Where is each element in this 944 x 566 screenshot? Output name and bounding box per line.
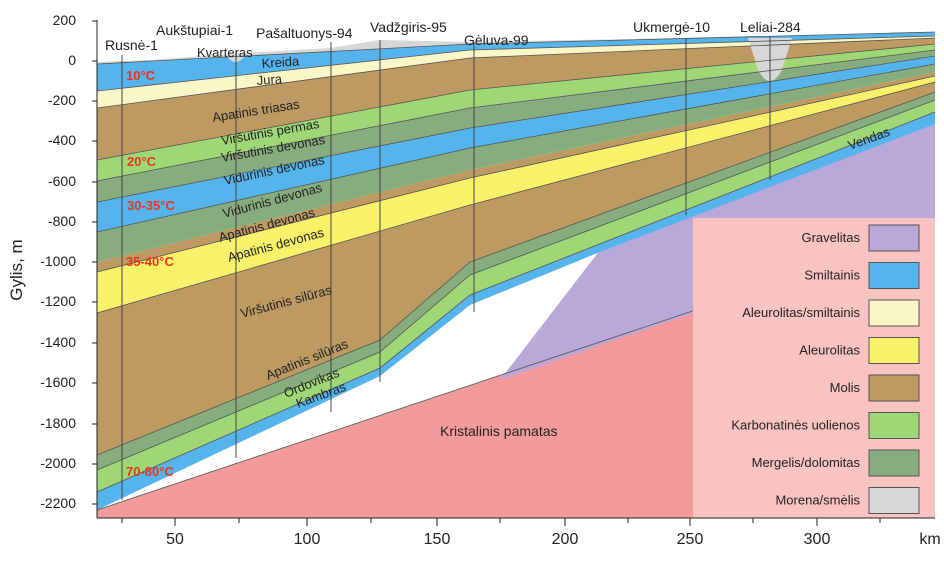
- layer-apatinis-triasas: [97, 38, 935, 160]
- layer-label-jura: Jura: [256, 71, 283, 88]
- y-tick-label: -600: [48, 173, 76, 189]
- layer-ordovikas: [97, 100, 935, 492]
- temperature-label: 35-40°C: [126, 254, 174, 269]
- legend-label: Molis: [830, 380, 861, 395]
- x-tick-label: 50: [166, 531, 184, 548]
- well-label-leliai: Leliai-284: [740, 19, 801, 35]
- well-label-vadzgiris: Vadžgiris-95: [370, 19, 447, 35]
- legend-item: Aleurolitas: [799, 337, 920, 364]
- x-tick-label: 250: [677, 531, 704, 548]
- legend-label: Aleurolitas: [799, 343, 860, 358]
- well-label-ukmerge: Ukmergė-10: [633, 19, 710, 35]
- y-tick-label: -1400: [40, 334, 76, 350]
- well-label-aukstupiai: Aukštupiai-1: [156, 22, 233, 38]
- layer-apatinis-siluras: [97, 92, 935, 470]
- y-tick-label: -1000: [40, 253, 76, 269]
- well-labels: Rusnė-1 Aukštupiai-1 Pašaltuonys-94 Vadž…: [105, 19, 801, 53]
- legend-swatch: [868, 262, 920, 289]
- layer-kreida: [97, 32, 935, 91]
- x-tick-labels: 50 100 150 200 250 300 km: [166, 531, 941, 548]
- temperature-label: 30-35°C: [127, 198, 175, 213]
- legend-label: Smiltainis: [804, 268, 860, 283]
- layer-jura: [97, 36, 935, 108]
- legend-swatch: [868, 487, 920, 514]
- y-tick-label: 200: [53, 12, 77, 28]
- legend-label: Mergelis/dolomitas: [752, 455, 861, 470]
- y-tick-label: -1800: [40, 415, 76, 431]
- legend-item: Karbonatinės uolienos: [731, 412, 920, 439]
- x-tick-label: 100: [294, 531, 321, 548]
- legend-swatch: [868, 224, 920, 252]
- temperature-labels: 10°C 20°C 30-35°C 35-40°C 70-80°C: [126, 68, 175, 479]
- y-tick-label: -1200: [40, 293, 76, 309]
- legend-item: Aleurolitas/smiltainis: [742, 299, 920, 327]
- x-tick-label: 300: [804, 531, 831, 548]
- y-tick-labels: 200 0 -200 -400 -600 -800 -1000 -1200 -1…: [40, 12, 76, 511]
- y-tick-label: -1600: [40, 374, 76, 390]
- legend-label: Morena/smėlis: [775, 493, 860, 508]
- y-tick-label: -200: [48, 92, 76, 108]
- legend-item: Smiltainis: [804, 262, 920, 289]
- layer-vidurinis-devonas-sand: [97, 56, 935, 232]
- y-tick-label: -800: [48, 213, 76, 229]
- layer-vidurinis-devonas-clay: [97, 72, 935, 272]
- legend-swatch: [868, 337, 920, 364]
- legend-item: Molis: [830, 374, 920, 402]
- x-ticks: [121, 518, 881, 526]
- temperature-label: 20°C: [127, 154, 157, 169]
- temperature-label: 70-80°C: [126, 464, 174, 479]
- x-unit-label: km: [919, 531, 940, 548]
- legend-swatch: [868, 374, 920, 402]
- layer-virsutinis-devonas: [97, 50, 935, 202]
- legend-swatch: [868, 412, 920, 439]
- well-label-rusne: Rusnė-1: [105, 37, 158, 53]
- x-tick-label: 150: [424, 531, 451, 548]
- y-tick-label: 0: [68, 52, 76, 68]
- well-lines: [121, 36, 771, 500]
- legend-label: Gravelitas: [801, 230, 860, 245]
- y-tick-label: -400: [48, 132, 76, 148]
- layer-label-kristalinis-pamatas: Kristalinis pamatas: [440, 423, 558, 439]
- layer-boundaries: [96, 31, 936, 511]
- legend-item: Morena/smėlis: [775, 487, 920, 514]
- well-label-geluva: Gėluva-99: [464, 32, 529, 48]
- layer-kambras: [97, 112, 935, 510]
- layer-label-kreida: Kreida: [261, 53, 300, 71]
- layer-virsutinis-permas: [97, 44, 935, 181]
- layer-apatinis-devonas: [97, 76, 935, 313]
- layer-virsutinis-siluras: [97, 82, 935, 455]
- y-ticks: [92, 20, 97, 505]
- x-tick-label: 200: [552, 531, 579, 548]
- y-tick-label: -2000: [40, 455, 76, 471]
- legend-swatch: [868, 299, 920, 327]
- legend-swatch: [868, 449, 920, 477]
- y-tick-label: -2200: [40, 495, 76, 511]
- y-axis-title: Gylis, m: [7, 239, 26, 300]
- legend-item: Gravelitas: [801, 224, 920, 252]
- legend: GravelitasSmiltainisAleurolitas/smiltain…: [693, 218, 935, 518]
- well-label-pasaltuonys: Pašaltuonys-94: [256, 25, 353, 41]
- axes: 200 0 -200 -400 -600 -800 -1000 -1200 -1…: [7, 12, 941, 548]
- layer-label-kvarteras: Kvarteras: [197, 45, 253, 60]
- legend-label: Aleurolitas/smiltainis: [742, 305, 860, 320]
- layer-vidurinis-devonas-marl: [97, 64, 935, 262]
- legend-label: Karbonatinės uolienos: [731, 418, 860, 433]
- temperature-label: 10°C: [126, 68, 156, 83]
- legend-item: Mergelis/dolomitas: [752, 449, 920, 477]
